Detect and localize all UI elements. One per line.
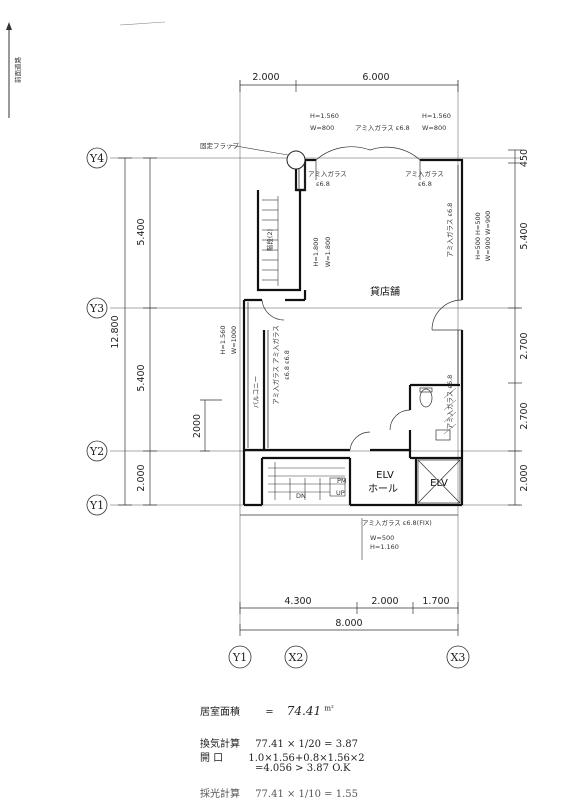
window-top-right-w: W=800 (422, 124, 446, 132)
balcony-hatch (443, 387, 457, 435)
window-bottom-w: W=500 (370, 534, 394, 542)
dim-left-total: 12.800 (110, 315, 121, 348)
glass-bottom-note: アミ入ガラス ε6.8(FIX) (362, 518, 432, 527)
opening-label: 開 口 (200, 753, 224, 764)
dim-left-upper: 5.400 (136, 218, 147, 245)
grid-row-y1: Y1 (89, 499, 104, 512)
grid-col-x3: X3 (451, 651, 466, 664)
window-top-left-w: W=800 (310, 124, 334, 132)
grid-row-y2: Y2 (89, 445, 104, 458)
room-shop: 貸店舗 (370, 285, 400, 298)
vent-label: 換気計算 (200, 739, 240, 750)
glass-top-note: アミ入ガラス ε6.8 (355, 123, 410, 132)
right-dimensions (508, 149, 522, 506)
area-prefix: = (265, 707, 274, 718)
left-dimensions (118, 157, 222, 506)
room-elv-hall-1: ELV (376, 470, 394, 481)
last-label: 採光計算 (200, 789, 240, 800)
area-unit: m² (324, 704, 334, 713)
dim-right-450: 450 (519, 149, 530, 167)
glass-b-note-2: ε6.8 (418, 180, 432, 188)
window-left-h: H=1.560 (219, 326, 227, 355)
area-label: 居室面積 (200, 707, 240, 718)
dim-bottom-c: 1.700 (422, 596, 449, 607)
grid-col-x2: X2 (289, 651, 304, 664)
room-elv-hall-2: ホール (368, 483, 398, 495)
grid-row-y3: Y3 (89, 302, 104, 315)
grid-row-y4: Y4 (89, 152, 104, 165)
room-elv: ELV (430, 478, 448, 489)
area-value: 74.41 (286, 704, 322, 718)
window-right-h: H=500 H=500 (474, 212, 482, 260)
window-center-h: H=1.800 (312, 238, 320, 267)
grid-col-bubbles (228, 645, 470, 669)
window-center-w: W=1.800 (324, 237, 332, 267)
flap-circle (286, 150, 306, 170)
inner-lines (240, 158, 459, 516)
dim-right-2700a: 2.700 (519, 332, 530, 359)
stair-lower (268, 462, 346, 500)
dim-left-lower: 5.400 (136, 364, 147, 391)
dim-top-left: 2.000 (252, 72, 279, 83)
walls (242, 158, 464, 507)
window-left-w: W=1000 (230, 326, 238, 354)
dim-right-2000: 2.000 (519, 464, 530, 491)
dim-right-5400: 5.400 (519, 222, 530, 249)
vent-expr: 77.41 × 1/20 = 3.87 (255, 739, 359, 750)
window-top-left-h: H=1.560 (310, 112, 339, 120)
fixed-flap-note: 固定フラップ (200, 141, 240, 150)
dim-bottom-total: 8.000 (335, 618, 362, 629)
glass-left-note-1: アミ入ガラス アミ入ガラス (271, 325, 280, 405)
balcony-note: バルコニー (252, 376, 260, 408)
dim-bottom-a: 4.300 (284, 596, 311, 607)
dim-left-bottom: 2.000 (136, 464, 147, 491)
pm-label: PM (337, 477, 347, 485)
dim-left-inner: 2000 (192, 414, 203, 438)
glass-a-note: アミ入ガラス (308, 169, 347, 178)
opening-row: 開 口 1.0×1.56+0.8×1.56×2 (200, 749, 365, 764)
opening-result: =4.056 > 3.87 O.K (255, 763, 351, 774)
dim-top-right: 6.000 (362, 72, 389, 83)
opening-expr1: 1.0×1.56+0.8×1.56×2 (248, 753, 365, 764)
elv-shaft (417, 459, 461, 504)
grid-row-bubbles (86, 147, 108, 516)
arrow-up-icon (6, 22, 12, 30)
vent-row: 換気計算 77.41 × 1/20 = 3.87 (200, 735, 358, 750)
window-bottom-h: H=1.160 (370, 543, 399, 551)
wc-fixtures (419, 387, 451, 441)
top-dimensions (239, 80, 459, 92)
glass-right-note: アミ入ガラス ε6.8 (445, 203, 454, 258)
grid-lines (110, 80, 520, 630)
window-right-w: W=900 W=900 (484, 211, 492, 262)
dim-bottom-b: 2.000 (371, 596, 398, 607)
doors (261, 146, 463, 451)
grid-col-y1: Y1 (232, 651, 247, 664)
road-direction: 前面道路 (6, 22, 22, 118)
glass-left-note-2: ε6.8 ε6.8 (283, 350, 291, 380)
window-top-right-h: H=1.560 (422, 112, 451, 120)
bottom-dimensions (239, 602, 459, 636)
glass-wc-note: アミ入ガラス ε6.8 (445, 375, 454, 430)
glass-b-note: アミ入ガラス (405, 169, 444, 178)
up-label: UP (336, 489, 345, 497)
last-expr: 77.41 × 1/10 = 1.55 (255, 789, 359, 800)
glass-a-note-2: ε6.8 (316, 180, 330, 188)
direction-label: 前面道路 (13, 57, 22, 84)
dn-label: DN (296, 492, 306, 500)
stair-label: 階段(2) (265, 229, 274, 251)
dim-right-2700b: 2.700 (519, 402, 530, 429)
stair-upper (262, 196, 279, 286)
last-row: 採光計算 77.41 × 1/10 = 1.55 (200, 785, 358, 800)
area-row: 居室面積 = 74.41 m² (200, 703, 334, 718)
